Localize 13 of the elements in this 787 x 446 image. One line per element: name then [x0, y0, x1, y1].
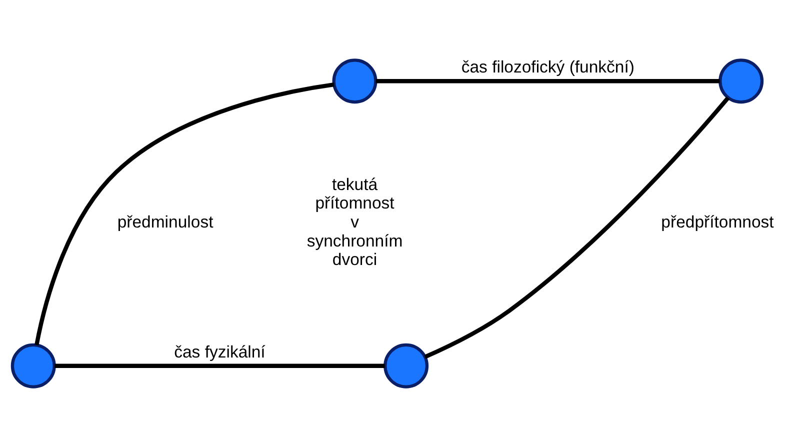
connector	[376, 78, 720, 83]
connector	[34, 82, 334, 345]
node-circle	[10, 342, 56, 388]
edge-label: předminulost	[117, 212, 214, 231]
node-circle	[332, 58, 378, 104]
node-circle	[384, 342, 429, 388]
node-circle	[718, 58, 764, 104]
edge-label: předpřítomnost	[661, 212, 774, 231]
connector	[54, 363, 385, 368]
label: tekutá přítomnost v synchronním dvorci	[306, 174, 403, 269]
edge-label: čas fyzikální	[174, 342, 266, 361]
connector	[424, 96, 730, 358]
edge-label: čas filozofický (funkční)	[461, 57, 634, 76]
